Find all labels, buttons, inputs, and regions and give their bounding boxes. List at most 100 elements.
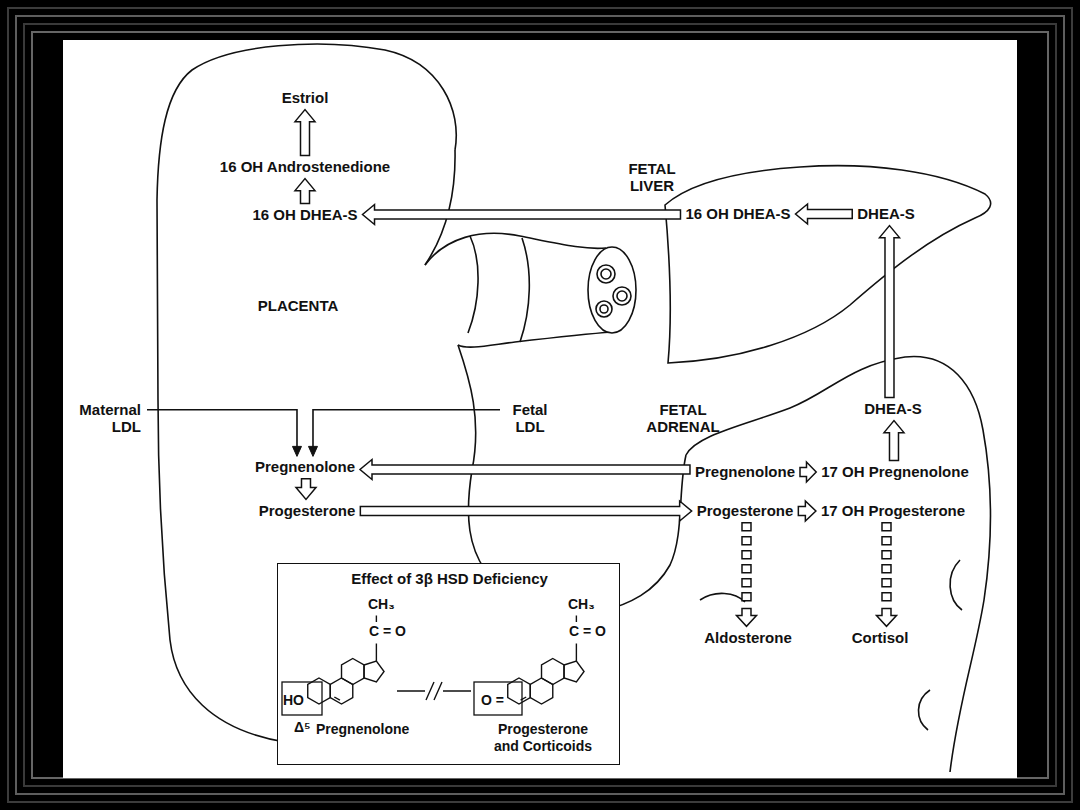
organ-outline (918, 690, 930, 730)
block-arrow (879, 226, 899, 398)
organ-outline (686, 356, 990, 772)
compound-name: 16 OH DHEA-S (252, 206, 357, 223)
cord-vessel (601, 269, 611, 279)
source-text: Fetal LDL (506, 401, 554, 436)
compound-name: DHEA-S (864, 400, 922, 417)
compound-label: DHEA-S (862, 400, 924, 417)
block-arrow (295, 110, 315, 156)
compound-name: Estriol (282, 89, 329, 106)
supply-line (147, 410, 301, 457)
chemical-group: O = (481, 692, 504, 709)
block-arrow (296, 479, 316, 500)
compound-name: Aldosterone (704, 629, 792, 646)
compound-label: 17 OH Pregnenolone (819, 463, 971, 480)
block-arrow (360, 501, 691, 521)
umbilical-cord (425, 233, 606, 265)
compound-name: Pregnenolone (255, 458, 355, 475)
chemical-group: HO (283, 692, 304, 709)
block-arrow (884, 421, 904, 461)
cord-section (588, 247, 636, 333)
dashed-block-arrow (876, 523, 896, 627)
compound-label: 16 OH DHEA-S (250, 206, 359, 223)
compound-label: 16 OH Androstenedione (218, 158, 392, 175)
double-bond (334, 697, 340, 700)
organ-outline (665, 166, 991, 363)
source-label: Fetal LDL (504, 401, 556, 436)
organ-label: FETAL LIVER (621, 160, 683, 195)
block-arrow (796, 204, 853, 224)
compound-label: Estriol (280, 89, 331, 106)
structure-caption: Pregnenolone (316, 721, 409, 738)
cord-vessel (597, 265, 615, 283)
compound-name: Pregnenolone (695, 463, 795, 480)
compound-label: Progesterone (695, 502, 796, 519)
compound-label: DHEA-S (855, 205, 917, 222)
block-arrow (879, 226, 899, 398)
block-arrow (360, 460, 690, 480)
compound-name: 17 OH Pregnenolone (821, 463, 969, 480)
block-arrow (295, 110, 315, 156)
block-arrow (798, 501, 816, 521)
steroid-ring (564, 661, 584, 682)
dashed-block-arrow (736, 523, 756, 627)
side-chain-bond (576, 644, 577, 661)
cord-vessel (596, 301, 612, 317)
side-chain-bond (376, 616, 377, 623)
organ-label: FETAL ADRENAL (641, 401, 725, 436)
side-chain-bond (576, 616, 577, 623)
compound-label: Pregnenolone (253, 458, 357, 475)
block-arrow (296, 479, 316, 500)
source-label: Maternal LDL (71, 401, 143, 436)
dashed-block-arrow (876, 523, 896, 627)
compound-name: Progesterone (697, 502, 794, 519)
organ-outline (425, 150, 455, 265)
fetal-liver-outline (620, 150, 1000, 370)
block-arrow (295, 179, 315, 204)
chemical-group: C = O (369, 623, 406, 640)
block-arrow (800, 462, 816, 482)
inset-title: Effect of 3β HSD Deficiency (285, 570, 615, 587)
blocked-conversion-sign (397, 682, 471, 700)
structure-caption: Progesterone and Corticoids (484, 721, 602, 755)
compound-label: Cortisol (850, 629, 911, 646)
steroid-ring (542, 659, 565, 685)
compound-label: Pregnenolone (693, 463, 797, 480)
block-arrow (363, 205, 681, 225)
block-arrow (295, 179, 315, 204)
organ-outline (950, 560, 962, 610)
steroid-ring (364, 661, 384, 682)
cord-vessel (617, 291, 627, 301)
block-arrow (360, 460, 690, 480)
steroid-ring (342, 659, 365, 685)
organ-label: PLACENTA (238, 297, 358, 314)
compound-name: 16 OH DHEA-S (685, 205, 790, 222)
organ-outline (700, 593, 745, 602)
compound-label: Aldosterone (702, 629, 794, 646)
arrowhead (292, 446, 301, 456)
compound-name: DHEA-S (857, 205, 915, 222)
bond-notation: Δ⁵ (294, 719, 311, 736)
block-arrow (360, 501, 691, 521)
umbilical-cord (468, 236, 478, 333)
compound-name: 17 OH Progesterone (821, 502, 965, 519)
block-arrow (798, 501, 816, 521)
organ-outline (458, 345, 485, 570)
fetal-adrenal: FETAL ADRENAL Pregnenolone 17 OH Pregnenol… (640, 350, 1000, 775)
supply-line (147, 410, 297, 448)
compound-label: Progesterone (257, 502, 358, 519)
chemical-group: CH₃ (568, 596, 595, 613)
block-arrow (884, 421, 904, 461)
dashed-block-arrow (736, 523, 756, 627)
block-arrow (363, 205, 681, 225)
source-text: Maternal LDL (73, 401, 141, 436)
umbilical-cord (458, 332, 612, 347)
compound-name: Progesterone (259, 502, 356, 519)
arrowhead (308, 446, 317, 456)
compound-label: 17 OH Progesterone (819, 502, 967, 519)
cord-vessel (600, 305, 608, 313)
compound-name: 16 OH Androstenedione (220, 158, 390, 175)
umbilical-cord (520, 238, 529, 342)
supply-line (313, 410, 500, 448)
fetal-liver: FETAL LIVER16 OH DHEA-S DHEA-S (620, 150, 1000, 370)
compound-name: Cortisol (852, 629, 909, 646)
